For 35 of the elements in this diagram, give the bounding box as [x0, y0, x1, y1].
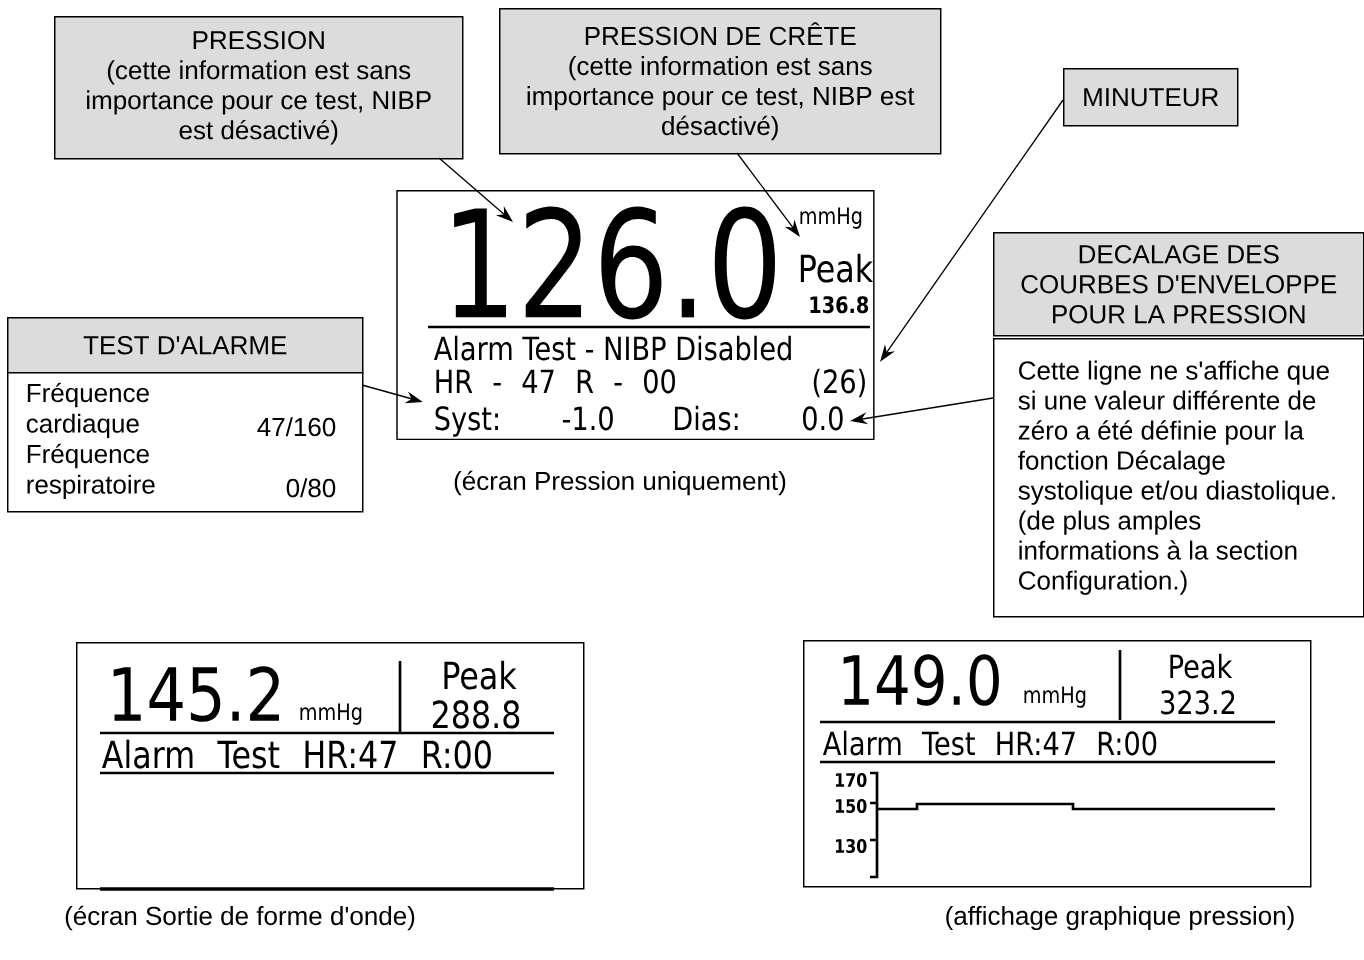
screen-text: Alarm Test HR:47 R:00 [822, 730, 1157, 756]
tick-label: 150 [835, 798, 867, 814]
lcd-screen [396, 190, 875, 441]
screen-text: HR - 47 R - 00 [436, 369, 675, 394]
tick-label: 130 [835, 838, 867, 854]
screen-reading: 288.8 [432, 700, 520, 729]
screen-text: 126.0 [454, 206, 775, 320]
arrow [736, 152, 800, 237]
tick-label: 170 [835, 772, 867, 788]
row-value: 47/160 [257, 417, 336, 437]
screen-text: Peak [1170, 653, 1233, 679]
screen-text: 136.8 [810, 296, 869, 314]
screen-text: (26) [813, 368, 865, 398]
screen-text: Alarm Test HR:47 R:00 [102, 739, 491, 769]
screen-text: mmHg [1024, 686, 1086, 708]
screen-reading: 145.2 [113, 666, 279, 722]
screen-text: Peak [444, 660, 517, 690]
screen-text: mmHg [800, 207, 862, 229]
caption: (écran Pression uniquement) [454, 470, 786, 496]
screen-text: Alarm Test - NIBP Disabled [433, 335, 791, 361]
screen-reading: 149.0 [843, 654, 999, 706]
row-label: Fréquence cardiaque [26, 382, 149, 438]
screen-text: Peak [800, 253, 874, 283]
callout-box: PRESSION (cette information est sans importance pour ce test, NIBP est désactivé) [54, 16, 464, 160]
screen-text: mmHg [300, 703, 362, 725]
note-box: Cette ligne ne s'affiche que si une valeur différente de zéro a été définie pour la fonction Décalage systolique et/ou diastolique. (de plus amples informations à la section Configuration.) [993, 338, 1364, 618]
screen-reading: 323.2 [1161, 690, 1235, 715]
callout-box: PRESSION DE CRÊTE (cette information est sans importance pour ce test, NIBP est désactivé) [499, 8, 942, 155]
callout-box: MINUTEUR [1063, 68, 1239, 127]
arrow [438, 157, 513, 222]
row-label: Fréquence respiratoire [27, 443, 155, 499]
header-box: TEST D'ALARME [7, 317, 364, 374]
row-value: 0/80 [286, 478, 336, 498]
screen-text: Syst: -1.0 Dias: 0.0 [435, 405, 843, 437]
header-box: DECALAGE DES COURBES D'ENVELOPPE POUR LA PRESSION [993, 232, 1364, 337]
